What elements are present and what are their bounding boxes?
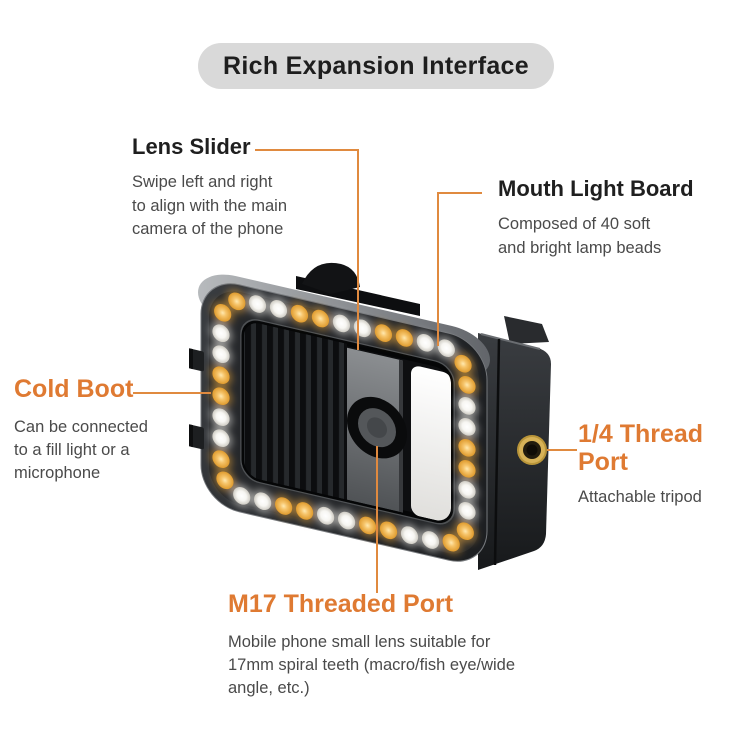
- annotation-cold-boot: Cold Boot Can be connected to a fill lig…: [14, 375, 148, 486]
- m17-threaded-port-heading: M17 Threaded Port: [228, 590, 454, 618]
- lens-slider-plate: [347, 347, 403, 513]
- annotation-m17-threaded-port: M17 Threaded Port Mobile phone small len…: [228, 590, 516, 701]
- mouth-light-board-heading: Mouth Light Board: [498, 176, 694, 201]
- annotation-mouth-light-board: Mouth Light Board Composed of 40 soft an…: [498, 176, 694, 260]
- title-pill: Rich Expansion Interface: [198, 43, 554, 89]
- leader-line-lens-slider-h: [255, 149, 359, 151]
- cold-shoe-tabs: [189, 348, 204, 450]
- leader-line-quarter-thread-port: [547, 449, 577, 451]
- lens-slider-heading: Lens Slider: [132, 134, 251, 159]
- cold-boot-heading: Cold Boot: [14, 375, 134, 403]
- mouth-light-board-desc: Composed of 40 soft and bright lamp bead…: [498, 215, 662, 257]
- leader-line-lens-slider-v: [357, 149, 359, 350]
- frame-opening: [241, 320, 454, 524]
- quarter-thread-port-heading: 1/4 Thread Port: [578, 420, 704, 476]
- annotation-lens-slider: Lens Slider Swipe left and right to alig…: [132, 134, 288, 241]
- leader-line-mouth-light-board-h: [437, 192, 482, 194]
- page-title: Rich Expansion Interface: [223, 51, 529, 80]
- front-frame: [200, 283, 488, 562]
- light-window: [411, 366, 451, 523]
- leader-line-m17-threaded-port: [376, 446, 378, 593]
- top-bevel: [198, 274, 490, 378]
- m17-threaded-port-desc: Mobile phone small lens suitable for 17m…: [228, 632, 516, 698]
- lens-slider-ribs: [244, 319, 347, 500]
- cold-boot-desc: Can be connected to a fill light or a mi…: [14, 417, 148, 483]
- leader-line-cold-boot: [133, 392, 211, 394]
- lens-slider-desc: Swipe left and right to align with the m…: [132, 173, 288, 239]
- quarter-thread-port-hole: [517, 435, 547, 465]
- side-panel: [478, 316, 551, 570]
- leader-line-mouth-light-board-v: [437, 192, 439, 346]
- quarter-thread-port-desc: Attachable tripod: [578, 488, 702, 506]
- annotation-quarter-thread-port: 1/4 Thread Port Attachable tripod: [578, 420, 750, 509]
